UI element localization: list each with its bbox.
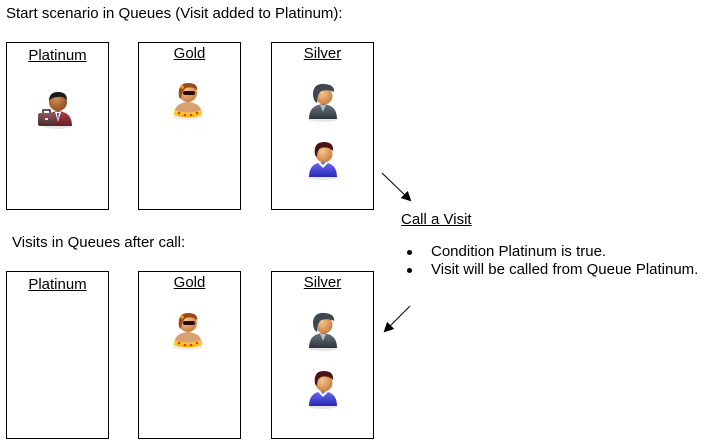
- queue-gold-after: Gold: [138, 271, 241, 439]
- call-a-visit-title: Call a Visit: [401, 211, 472, 228]
- queue-silver-before: Silver: [271, 42, 374, 210]
- queue-title: Platinum: [28, 47, 87, 64]
- call-condition-list: Condition Platinum is true. Visit will b…: [405, 243, 698, 279]
- queue-title: Gold: [173, 274, 206, 291]
- queue-title: Platinum: [28, 276, 87, 293]
- queue-platinum-before: Platinum: [6, 42, 109, 210]
- after-call-caption: Visits in Queues after call:: [12, 234, 186, 251]
- arrow-down-right-icon: [381, 172, 412, 202]
- queue-title: Silver: [303, 45, 342, 62]
- arrow-down-left-icon: [383, 305, 411, 333]
- bullet-text: Visit will be called from Queue Platinum…: [431, 261, 699, 278]
- bullet-icon: [407, 250, 412, 255]
- list-item: Condition Platinum is true.: [405, 243, 698, 261]
- queue-title: Gold: [173, 45, 206, 62]
- queue-silver-after: Silver: [271, 271, 374, 439]
- bullet-icon: [407, 268, 412, 273]
- list-item: Visit will be called from Queue Platinum…: [405, 261, 698, 279]
- queue-gold-before: Gold: [138, 42, 241, 210]
- queue-title: Silver: [303, 274, 342, 291]
- bullet-text: Condition Platinum is true.: [431, 243, 607, 260]
- queue-platinum-after: Platinum: [6, 271, 109, 439]
- start-scenario-caption: Start scenario in Queues (Visit added to…: [6, 5, 343, 22]
